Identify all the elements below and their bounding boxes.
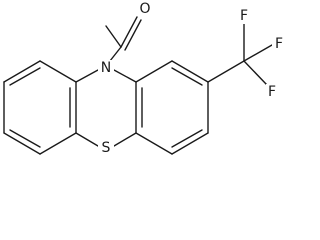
right-ring-bond: [171, 60, 209, 83]
thiazine-ring: [75, 69, 137, 147]
chemical-structure-diagram: O N S F F F: [3, 1, 285, 156]
left-ring-bond: [39, 60, 77, 83]
bond-s-left-ring: [75, 132, 99, 147]
left-benzene-ring: [3, 60, 77, 155]
atom-nitrogen: N: [101, 60, 111, 76]
atom-fluorine-bottom: F: [268, 84, 276, 100]
atom-labels: O N S F F F: [98, 1, 285, 156]
right-ring-bond: [135, 132, 173, 155]
bond-methyl-carbonyl: [105, 25, 122, 48]
bond-ring-cf3: [207, 60, 245, 83]
bond-n-right-ring: [113, 69, 137, 83]
bond-carbonyl-oxygen-b: [124, 19, 142, 51]
right-ring-double-bond: [171, 67, 203, 86]
bond-carbonyl-oxygen-a: [120, 16, 138, 48]
right-ring-bond: [135, 60, 173, 83]
atom-oxygen: O: [139, 1, 150, 17]
atom-sulfur: S: [102, 140, 111, 156]
left-ring-bond: [3, 132, 41, 155]
left-ring-double-bond: [9, 129, 41, 148]
left-ring-bond: [39, 132, 77, 155]
bond-n-left-ring: [75, 69, 99, 83]
right-ring-bond: [171, 132, 209, 155]
left-ring-bond: [3, 60, 41, 83]
trifluoromethyl-group: [207, 23, 273, 86]
right-benzene-ring: [135, 60, 209, 155]
bond-c-f-right: [243, 44, 273, 62]
atom-fluorine-right: F: [275, 36, 283, 52]
left-ring-double-bond: [9, 67, 41, 86]
bond-s-right-ring: [113, 132, 137, 147]
bond-c-f-bottom: [243, 60, 268, 86]
atom-fluorine-top: F: [240, 8, 248, 24]
right-ring-double-bond: [171, 129, 203, 148]
acetyl-group: [105, 16, 142, 67]
